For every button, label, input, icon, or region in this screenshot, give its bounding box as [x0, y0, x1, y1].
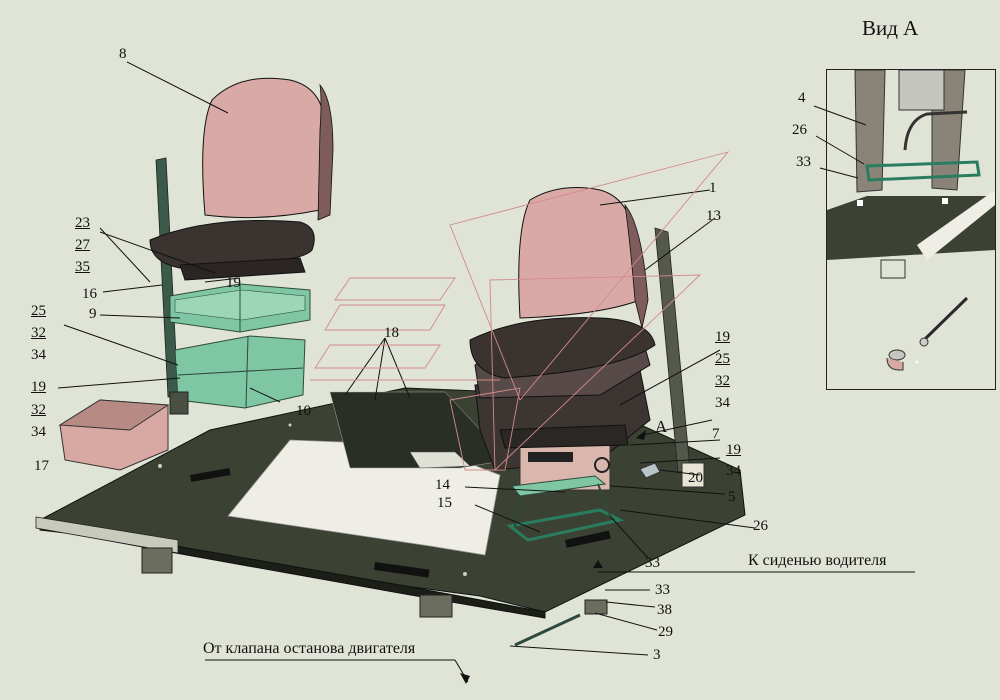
callout-33-b: 33	[655, 582, 670, 598]
callout-26: 26	[753, 518, 768, 534]
callout-1: 1	[709, 180, 717, 196]
callout-14: 14	[435, 477, 450, 493]
callout-10: 10	[296, 403, 311, 419]
seat-bracket-upper	[169, 283, 311, 333]
seat-bracket-lower	[169, 335, 306, 415]
callout-26-inset: 26	[792, 122, 807, 138]
callout-19-lower-right: 19	[726, 442, 741, 458]
callout-35: 35	[75, 259, 90, 275]
callout-29: 29	[658, 624, 673, 640]
callout-3: 3	[653, 647, 661, 663]
callout-19-right: 19	[715, 329, 730, 345]
view-a-marker: А	[655, 417, 668, 436]
callout-25-right: 25	[715, 351, 730, 367]
callout-34-left-a: 34	[31, 347, 46, 363]
view-a-inset	[826, 69, 996, 390]
callout-33-inset: 33	[796, 154, 811, 170]
callout-38: 38	[657, 602, 672, 618]
caption-to-driver-seat: К сиденью водителя	[748, 552, 887, 569]
callout-19-upper-bracket: 19	[226, 275, 241, 291]
callout-32-left-b: 32	[31, 402, 46, 418]
callout-19-left: 19	[31, 379, 46, 395]
caption-from-engine-valve: От клапана останова двигателя	[203, 640, 416, 657]
callout-33-a: 33	[645, 555, 660, 571]
inset-leader-lines	[813, 105, 867, 179]
leader-lines	[57, 61, 915, 683]
callout-5: 5	[728, 489, 736, 505]
callout-20: 20	[688, 470, 703, 486]
callout-15: 15	[437, 495, 452, 511]
callout-23: 23	[75, 215, 90, 231]
callout-32-right: 32	[715, 373, 730, 389]
passenger-seat	[149, 77, 334, 398]
callout-7: 7	[712, 426, 720, 442]
callout-9: 9	[89, 306, 97, 322]
direction-arrows	[460, 430, 646, 684]
belt-routing-lines	[310, 151, 730, 472]
callout-8: 8	[119, 46, 127, 62]
driver-seat	[469, 187, 705, 491]
callout-18: 18	[384, 325, 399, 341]
callout-34-right: 34	[715, 395, 730, 411]
callout-32-left-a: 32	[31, 325, 46, 341]
callout-4-inset: 4	[798, 90, 806, 106]
callout-17: 17	[34, 458, 49, 474]
callout-34-left-b: 34	[31, 424, 46, 440]
callout-27: 27	[75, 237, 90, 253]
callout-13: 13	[706, 208, 721, 224]
callout-34-lower-right: 34	[726, 463, 741, 479]
callout-25-left: 25	[31, 303, 46, 319]
view-a-title: Вид А	[862, 16, 919, 40]
storage-box	[58, 399, 170, 471]
callout-16: 16	[82, 286, 97, 302]
